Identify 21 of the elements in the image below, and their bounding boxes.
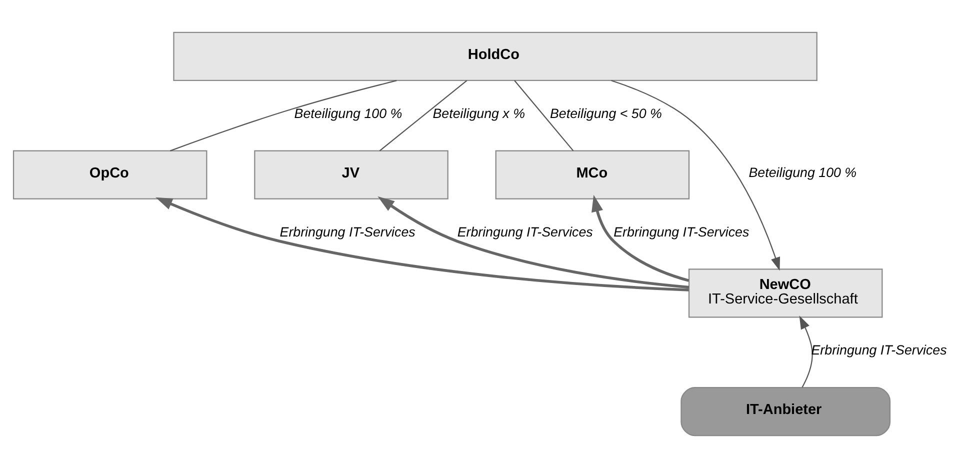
node-box: HoldCo [173, 32, 818, 82]
edge-label: Erbringung IT-Services [280, 224, 416, 240]
node-box: OpCo [12, 150, 208, 200]
edge-label: Beteiligung < 50 % [550, 106, 662, 121]
arrow [799, 316, 813, 388]
node-box: NewCO IT-Service-Gesellschaft [688, 268, 883, 318]
connector [379, 80, 468, 152]
edge-label: Erbringung IT-Services [457, 224, 593, 240]
edge-label: Beteiligung 100 % [748, 165, 857, 180]
arrow [592, 194, 690, 282]
edge-label: Beteiligung x % [432, 106, 525, 121]
arrow [156, 197, 689, 292]
connector [514, 80, 574, 152]
connector [170, 80, 397, 152]
node-box: IT-Anbieter [680, 386, 891, 436]
node-box: MCo [495, 150, 690, 200]
node-box: JV [254, 150, 448, 200]
arrow [611, 80, 780, 271]
arrow [378, 196, 690, 289]
edge-label: Erbringung IT-Services [614, 224, 750, 240]
edge-label: Beteiligung 100 % [294, 106, 402, 121]
